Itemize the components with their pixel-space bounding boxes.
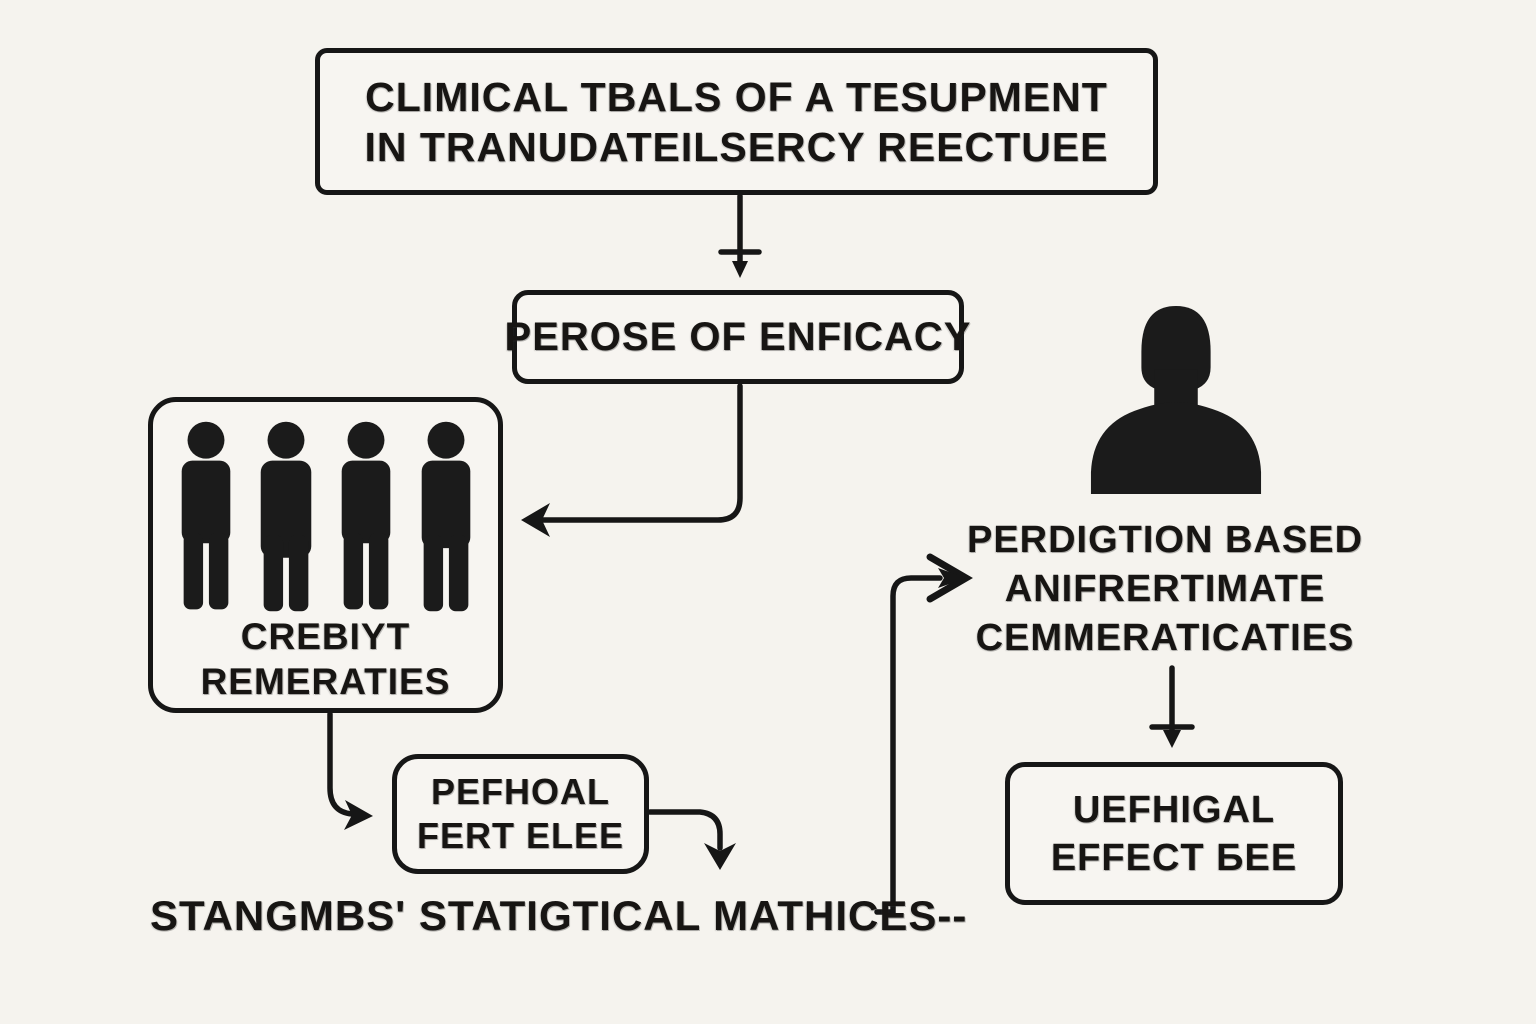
person-icon: [341, 421, 390, 610]
node-effect-line2: EFFECT БEE: [1050, 836, 1298, 879]
node-effect: UEFHIGAL EFFECT БEE: [1005, 762, 1343, 905]
arrow-prediction-to-effect: [1149, 665, 1195, 748]
node-purpose-label: PEROSE OF ENFICACY: [504, 314, 972, 359]
node-clinical-trials-line2: IN TRANUDATEILSERCY REECTUEE: [364, 123, 1109, 170]
node-clinical-trials: CLIMICAL TBALS OF A TESUPMENT IN TRANUDA…: [315, 48, 1158, 195]
person-icon: [181, 421, 230, 610]
arrow-method-to-stats: [647, 809, 736, 870]
arrow-purpose-to-cohort: [521, 383, 743, 537]
arrow-top-to-purpose: [718, 193, 762, 278]
node-cohort: CREBIYT REMERATIES: [148, 397, 503, 713]
stats-caption: STANGMBS' STATIGTICAL MATHICES--: [150, 892, 968, 939]
prediction-label-line3: CEMMERATICATIES: [975, 617, 1355, 659]
person-icon: [260, 421, 311, 612]
node-cohort-line1: CREBIYT: [240, 616, 411, 657]
arrow-stats-to-prediction: [874, 553, 973, 915]
person-bust-icon: [1090, 306, 1262, 494]
prediction-label: PERDIGTION BASED ANIFRERTIMATE CEMMERATI…: [950, 516, 1380, 663]
node-clinical-trials-line1: CLIMICAL TBALS OF A TESUPMENT: [365, 73, 1108, 120]
node-method-line1: PEFHOAL: [430, 771, 610, 812]
prediction-label-line2: ANIFRERTIMATE: [1004, 568, 1326, 610]
node-method-line2: FERT ELEE: [416, 815, 625, 856]
arrow-cohort-to-method: [327, 711, 373, 830]
people-pictogram-row: [171, 418, 481, 614]
node-effect-line1: UEFHIGAL: [1072, 788, 1276, 831]
node-purpose: PEROSE OF ENFICACY: [505, 290, 970, 384]
prediction-label-line1: PERDIGTION BASED: [966, 519, 1364, 561]
node-cohort-line2: REMERATIES: [200, 661, 451, 702]
person-icon: [421, 421, 470, 612]
node-method: PEFHOAL FERT ELEE: [392, 754, 649, 874]
